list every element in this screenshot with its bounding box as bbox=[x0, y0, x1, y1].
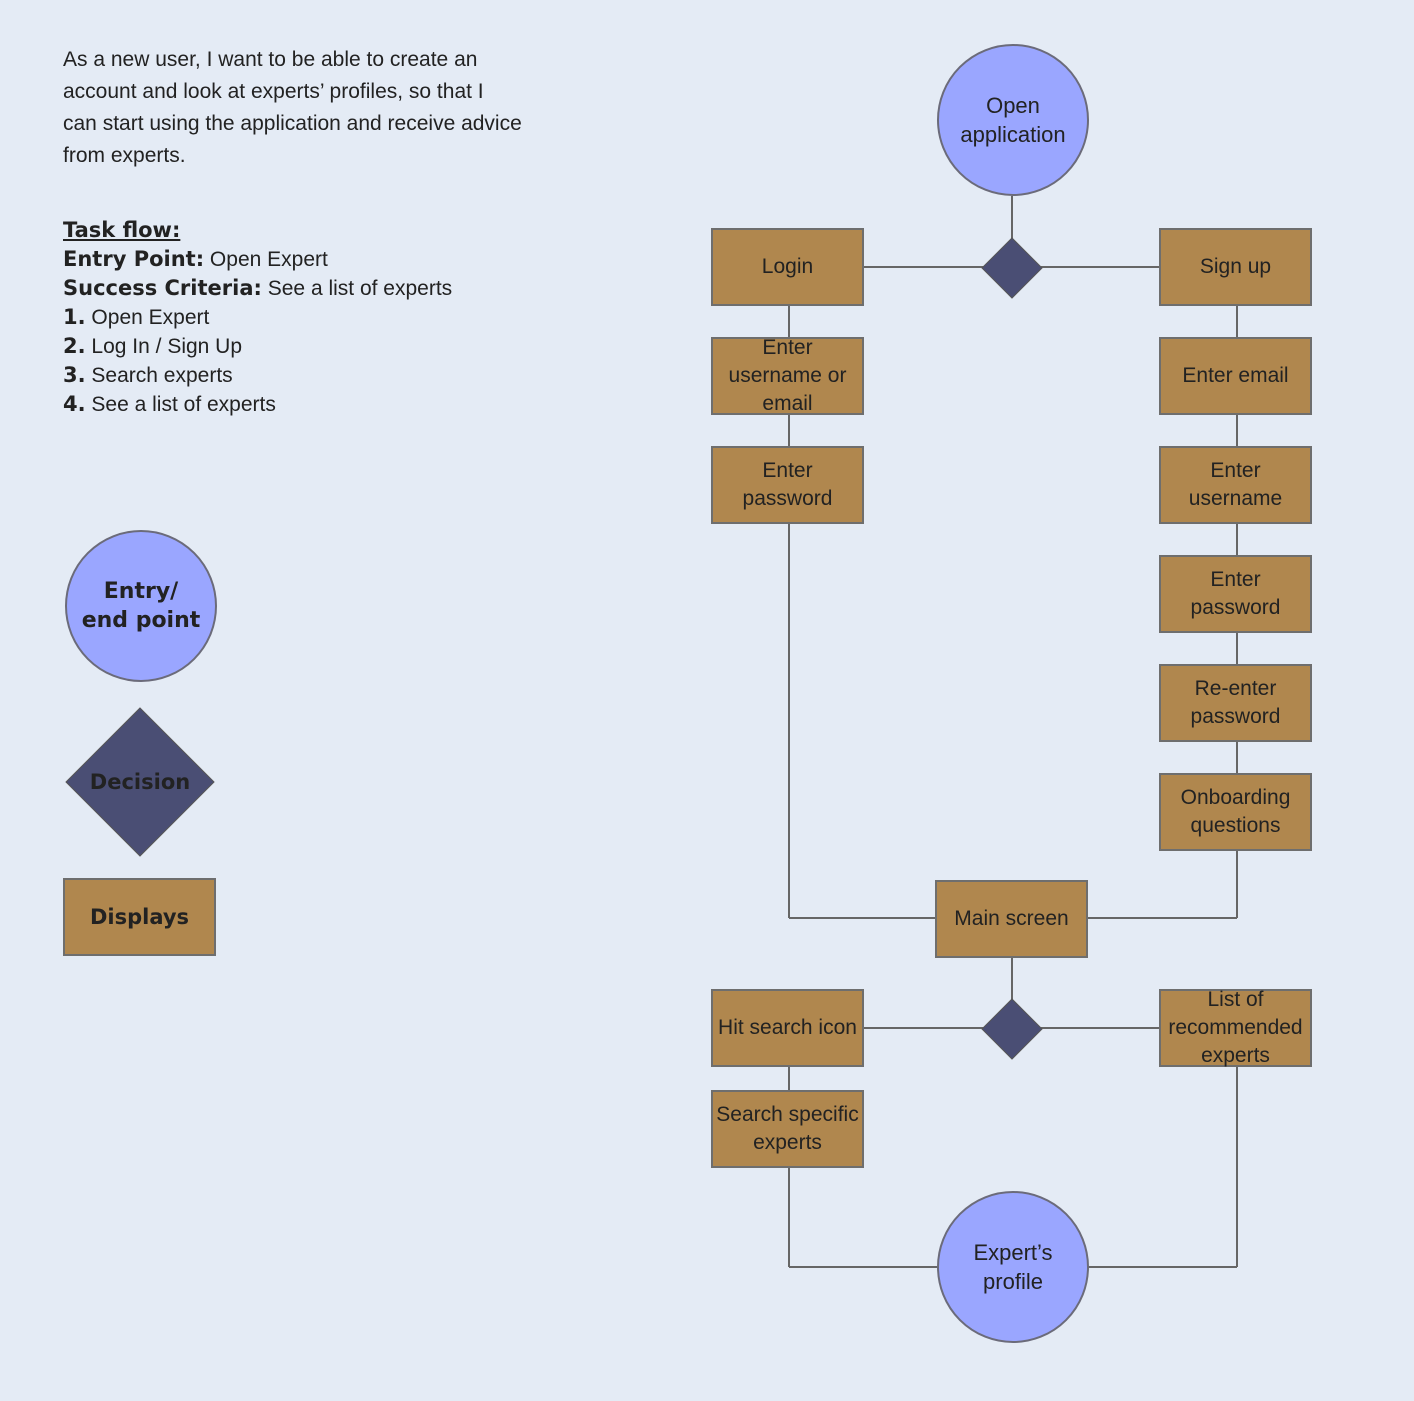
step-number: 3. bbox=[63, 363, 86, 387]
step-text: Log In / Sign Up bbox=[85, 335, 243, 358]
node-list-recommended-experts: List of recommended experts bbox=[1159, 988, 1312, 1067]
step-text: Search experts bbox=[85, 364, 233, 387]
node-enter-password-signup: Enter password bbox=[1159, 555, 1312, 633]
step-text: See a list of experts bbox=[85, 393, 276, 416]
node-enter-username: Enter username bbox=[1159, 446, 1312, 524]
entry-point-value: Open Expert bbox=[204, 248, 328, 271]
node-enter-password-login: Enter password bbox=[711, 446, 864, 524]
task-flow-heading: Task flow: bbox=[63, 218, 181, 242]
node-search-specific-experts: Search specific experts bbox=[711, 1090, 864, 1168]
node-main-screen: Main screen bbox=[935, 880, 1088, 958]
node-login: Login bbox=[711, 228, 864, 306]
node-experts-profile: Expert’s profile bbox=[937, 1191, 1089, 1343]
entry-point-label: Entry Point: bbox=[63, 247, 205, 271]
node-onboarding-questions: Onboarding questions bbox=[1159, 773, 1312, 851]
step-number: 2. bbox=[63, 334, 86, 358]
step-number: 4. bbox=[63, 392, 86, 416]
step-number: 1. bbox=[63, 305, 86, 329]
success-criteria-label: Success Criteria: bbox=[63, 276, 262, 300]
node-sign-up: Sign up bbox=[1159, 228, 1312, 306]
legend-displays: Displays bbox=[63, 878, 216, 956]
success-criteria-value: See a list of experts bbox=[261, 277, 453, 300]
node-open-application: Open application bbox=[937, 44, 1089, 196]
step-text: Open Expert bbox=[85, 306, 210, 329]
node-reenter-password: Re-enter password bbox=[1159, 664, 1312, 742]
legend-entry-end-point: Entry/ end point bbox=[65, 530, 217, 682]
node-enter-email: Enter email bbox=[1159, 337, 1312, 415]
user-story: As a new user, I want to be able to crea… bbox=[63, 48, 522, 167]
task-flow: Task flow: Entry Point: Open Expert Succ… bbox=[63, 216, 583, 419]
legend-decision-label: Decision bbox=[89, 770, 191, 794]
decision-diamond-browse bbox=[981, 998, 1043, 1060]
legend-decision-diamond bbox=[65, 707, 215, 857]
decision-diamond-auth bbox=[981, 237, 1043, 299]
node-enter-username-or-email: Enter username or email bbox=[711, 336, 864, 415]
node-hit-search-icon: Hit search icon bbox=[711, 989, 864, 1067]
